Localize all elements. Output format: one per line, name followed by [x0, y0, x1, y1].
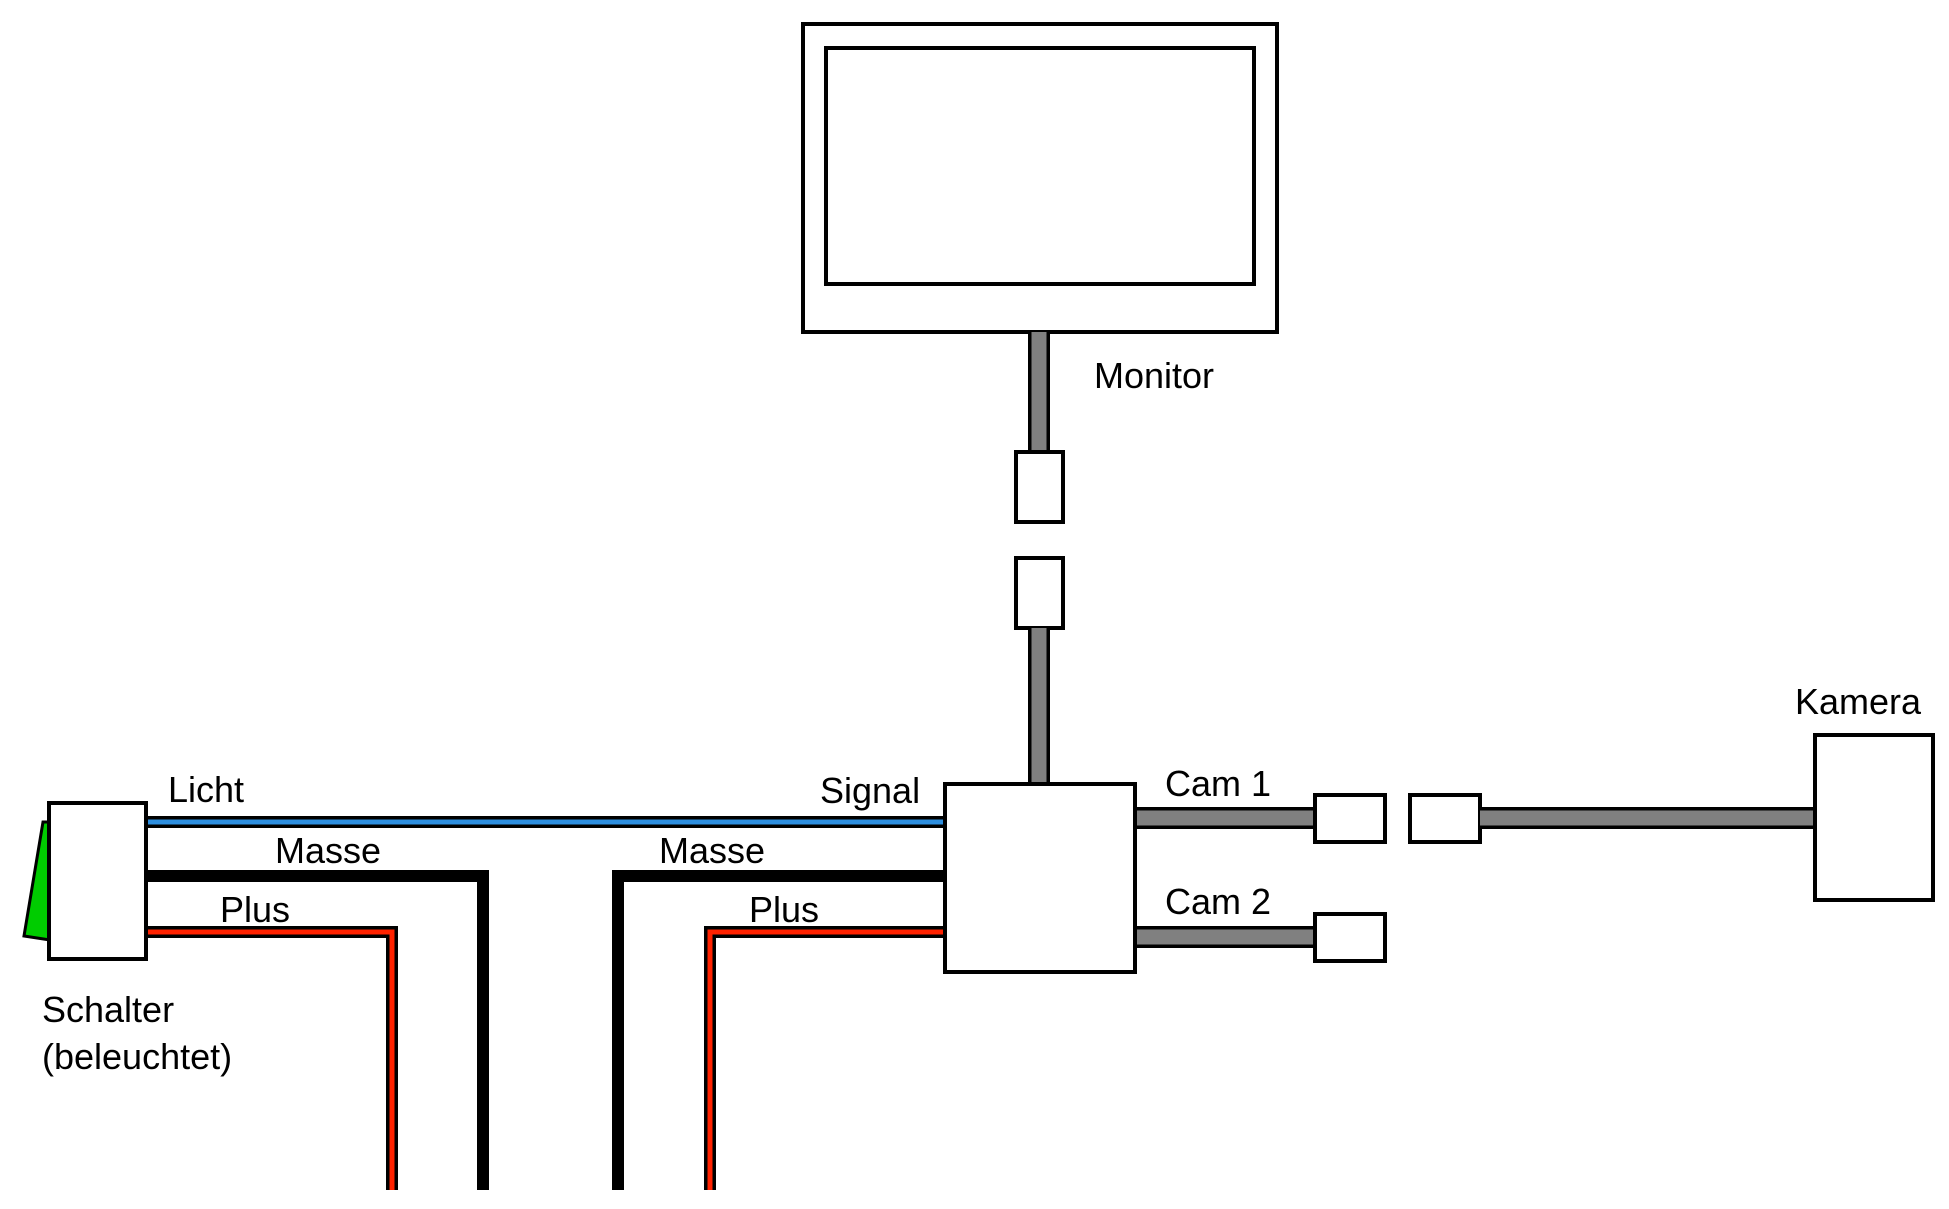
masse-label-right: Masse [659, 830, 765, 871]
plus-label-left: Plus [220, 889, 290, 930]
monitor-connector-top [1014, 450, 1065, 524]
plus-label-right: Plus [749, 889, 819, 930]
cam1-label: Cam 1 [1165, 763, 1271, 804]
signal-label: Signal [820, 770, 920, 811]
monitor-label: Monitor [1094, 355, 1214, 396]
schalter-label-line2: (beleuchtet) [42, 1036, 232, 1077]
cam1-connector [1313, 793, 1387, 844]
switch-body [47, 801, 148, 961]
kamera-box [1813, 733, 1935, 902]
masse-wire-left [146, 870, 489, 1190]
schalter-label-line1: Schalter [42, 989, 174, 1030]
monitor-connector-bottom [1014, 556, 1065, 630]
kamera-label: Kamera [1795, 681, 1922, 722]
plus-wire-right-outline [704, 926, 947, 1190]
masse-wire-right [612, 870, 947, 1190]
cam2-connector [1313, 912, 1387, 963]
kamera-connector [1408, 793, 1482, 844]
switch-rocker [22, 820, 52, 942]
masse-label-left: Masse [275, 830, 381, 871]
distribution-box [943, 782, 1137, 974]
cam2-label: Cam 2 [1165, 881, 1271, 922]
monitor-screen [824, 46, 1256, 286]
plus-wire-left [146, 929, 395, 1190]
monitor [801, 22, 1279, 334]
plus-wire-right [707, 929, 947, 1190]
licht-label: Licht [168, 769, 244, 810]
switch[interactable] [22, 801, 148, 961]
